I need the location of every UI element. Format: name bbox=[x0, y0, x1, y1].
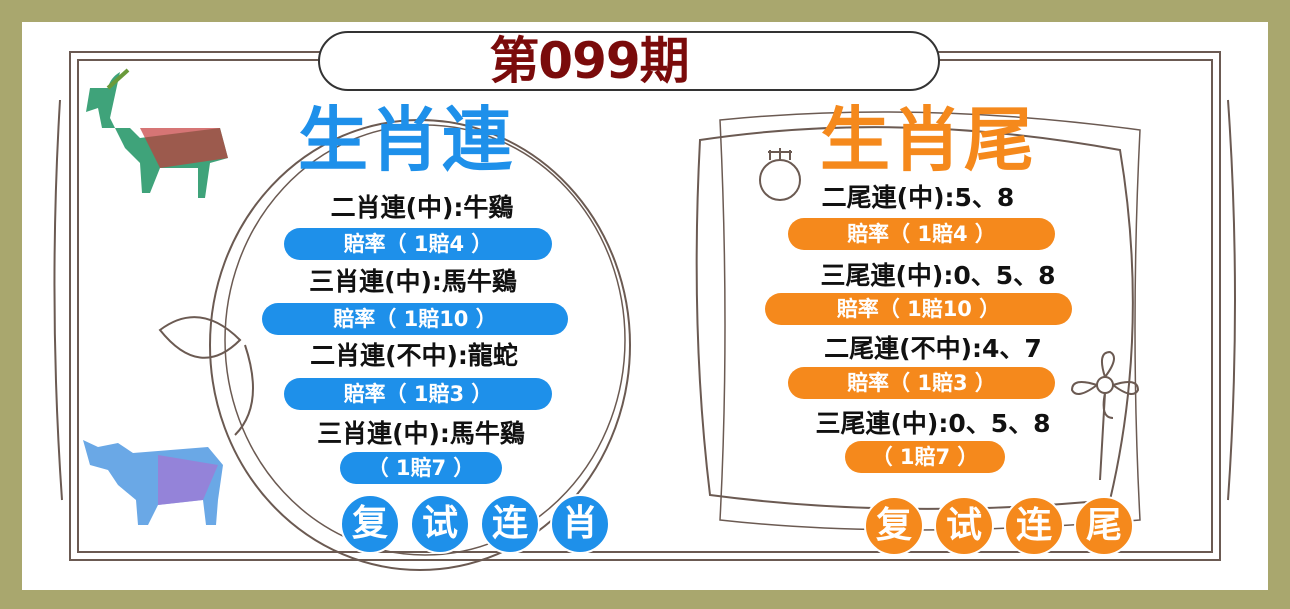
right-entry-3: 二尾連(不中):4、7 bbox=[824, 334, 1042, 363]
right-footer-char: 复 bbox=[864, 496, 924, 556]
right-footer-char: 连 bbox=[1004, 496, 1064, 556]
right-footer: 复 试 连 尾 bbox=[864, 496, 1134, 556]
left-footer-char: 复 bbox=[340, 494, 400, 554]
right-odds-3: 賠率（ 1賠3 ） bbox=[788, 367, 1055, 399]
right-entry-2: 三尾連(中):0、5、8 bbox=[820, 261, 1056, 290]
left-entry-1: 二肖連(中):牛鷄 bbox=[330, 193, 514, 222]
right-odds-4: （ 1賠7 ） bbox=[845, 441, 1005, 473]
left-heading: 生肖連 bbox=[298, 99, 514, 181]
left-footer: 复 试 连 肖 bbox=[340, 494, 610, 554]
right-entry-4: 三尾連(中):0、5、8 bbox=[815, 409, 1051, 438]
left-entry-3: 二肖連(不中):龍蛇 bbox=[310, 341, 518, 370]
issue-title-pill: 第099期 bbox=[318, 31, 940, 91]
right-entry-1: 二尾連(中):5、8 bbox=[821, 183, 1015, 212]
left-footer-char: 肖 bbox=[550, 494, 610, 554]
right-footer-char: 尾 bbox=[1074, 496, 1134, 556]
right-odds-1: 賠率（ 1賠4 ） bbox=[788, 218, 1055, 250]
left-odds-4: （ 1賠7 ） bbox=[340, 452, 502, 484]
left-footer-char: 连 bbox=[480, 494, 540, 554]
goat-icon bbox=[86, 68, 228, 198]
right-footer-char: 试 bbox=[934, 496, 994, 556]
bull-icon bbox=[83, 440, 223, 525]
issue-title: 第099期 bbox=[489, 32, 689, 90]
left-odds-1: 賠率（ 1賠4 ） bbox=[284, 228, 552, 260]
left-odds-3: 賠率（ 1賠3 ） bbox=[284, 378, 552, 410]
right-odds-2: 賠率（ 1賠10 ） bbox=[765, 293, 1072, 325]
left-entry-2: 三肖連(中):馬牛鷄 bbox=[309, 267, 517, 296]
left-footer-char: 试 bbox=[410, 494, 470, 554]
right-heading: 生肖尾 bbox=[820, 99, 1036, 181]
left-entry-4: 三肖連(中):馬牛鷄 bbox=[317, 419, 525, 448]
left-odds-2: 賠率（ 1賠10 ） bbox=[262, 303, 568, 335]
